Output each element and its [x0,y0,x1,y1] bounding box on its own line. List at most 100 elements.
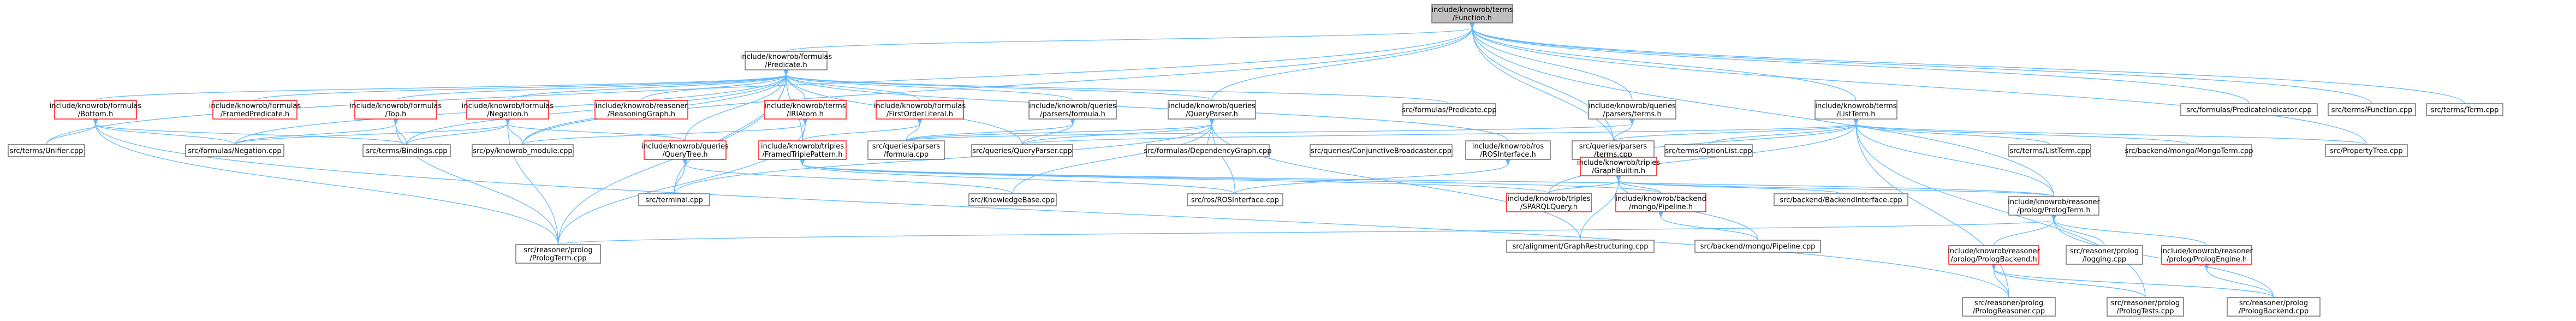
node-box-querytree_h [644,140,727,160]
node-queries_parsers_terms_cpp[interactable]: src/queries/parsers/terms.cpp [1572,140,1655,160]
node-backendinterface_cpp[interactable]: src/backend/BackendInterface.cpp [1774,193,1908,206]
node-box-formulas_predicate_cpp [1402,103,1496,116]
node-label-prologterm_cpp-0: src/reasoner/prolog [523,246,592,254]
node-predicateindicator_cpp[interactable]: src/formulas/PredicateIndicator.cpp [2180,103,2318,116]
edge-graphbuiltin_h-to-sparqlquery_h [1548,181,1619,194]
edge-function_h-to-predicate_h [786,28,1472,52]
node-label-terms_function_cpp-0: src/terms/Function.cpp [2331,106,2412,115]
node-label-querytree_h-0: include/knowrob/queries [641,142,729,151]
node-label-graphbuiltin_h-0: include/knowrob/triples [1577,159,1660,167]
node-label-prologbackend_h-0: include/knowrob/reasoner [1948,247,2040,255]
node-label-top_h-1: /Top.h [385,110,407,118]
edge-function_h-to-predicateindicator_cpp [1472,28,2250,104]
node-prologbackend_cpp[interactable]: src/reasoner/prolog/PrologBackend.cpp [2227,297,2321,317]
node-sparqlquery_h[interactable]: include/knowrob/triples/SPARQLQuery.h [1506,193,1592,212]
node-bottom_h[interactable]: include/knowrob/formulas/Bottom.h [50,100,142,120]
edge-iri_atom_h-to-py_knowrob_module_cpp [522,124,806,145]
node-label-parsers_terms_h-1: /parsers/terms.h [1603,110,1661,118]
node-predicate_h[interactable]: include/knowrob/formulas/Predicate.h [740,51,832,70]
node-negation_h[interactable]: include/knowrob/formulas/Negation.h [462,100,554,120]
node-box-terms_optionlist_cpp [1664,144,1753,157]
node-terms_unifier_cpp[interactable]: src/terms/Unifier.cpp [8,144,85,157]
node-label-parsers_terms_h-0: include/knowrob/queries [1589,102,1676,110]
node-label-mongoterm_cpp-0: src/backend/mongo/MongoTerm.cpp [2125,147,2253,156]
node-framedpredicate_h[interactable]: include/knowrob/formulas/FramedPredicate… [209,100,301,120]
edge-function_h-to-terms_unifier_cpp [46,28,1472,145]
node-propertytree_cpp[interactable]: src/PropertyTree.cpp [2325,144,2408,157]
node-formulas_predicate_cpp[interactable]: src/formulas/Predicate.cpp [1402,103,1497,116]
node-querytree_h[interactable]: include/knowrob/queries/QueryTree.h [641,140,729,160]
node-py_knowrob_module_cpp[interactable]: src/py/knowrob_module.cpp [472,144,574,157]
node-queryparser_h[interactable]: include/knowrob/queries/QueryParser.h [1168,100,1256,120]
node-label-rosinterface_h-0: include/knowrob/ros [1472,142,1544,151]
node-label-firstorderliteral_h-0: include/knowrob/formulas [874,102,966,110]
node-terms_optionlist_cpp[interactable]: src/terms/OptionList.cpp [1664,144,1753,157]
node-prologbackend_h[interactable]: include/knowrob/reasoner/prolog/PrologBa… [1948,245,2040,265]
node-formulas_negation_cpp[interactable]: src/formulas/Negation.cpp [185,144,284,157]
node-rosinterface_h[interactable]: include/knowrob/ros/ROSInterface.h [1465,140,1551,160]
node-parsers_formula_h[interactable]: include/knowrob/queries/parsers/formula.… [1028,100,1117,120]
node-label-iri_atom_h-0: include/knowrob/terms [764,102,846,110]
node-reasoninggraph_h[interactable]: include/knowrob/reasoner/ReasoningGraph.… [594,100,688,120]
edge-predicate_h-to-queryparser_h [786,75,1212,101]
node-conjunctivebroadcaster_cpp[interactable]: src/queries/ConjunctiveBroadcaster.cpp [1310,144,1453,157]
node-function_h[interactable]: include/knowrob/terms/Function.h [1431,4,1513,23]
edge-listterm_h-to-queries_queryparser_cpp [1021,124,1857,145]
node-terms_listterm_cpp[interactable]: src/terms/ListTerm.cpp [2008,144,2091,157]
node-top_h[interactable]: include/knowrob/formulas/Top.h [350,100,442,120]
node-terminal_cpp[interactable]: src/terminal.cpp [638,193,710,206]
node-terms_term_cpp[interactable]: src/terms/Term.cpp [2426,103,2503,116]
node-iri_atom_h[interactable]: include/knowrob/terms/IRIAtom.h [764,100,847,120]
node-label-prologengine_h-0: include/knowrob/reasoner [2161,247,2253,255]
node-prolog_logging_cpp[interactable]: src/reasoner/prolog/logging.cpp [2066,245,2143,265]
node-label-iri_atom_h-1: /IRIAtom.h [787,110,824,118]
node-mongoterm_cpp[interactable]: src/backend/mongo/MongoTerm.cpp [2125,144,2253,157]
node-box-prologbackend_h [1948,245,2039,265]
node-queries_parsers_formula_cpp[interactable]: src/queries/parsers/formula.cpp [867,140,945,160]
node-terms_function_cpp[interactable]: src/terms/Function.cpp [2328,103,2416,116]
node-mongo_pipeline_h[interactable]: include/knowrob/backend/mongo/Pipeline.h [1615,193,1706,212]
node-listterm_h[interactable]: include/knowrob/terms/ListTerm.h [1814,100,1897,120]
node-label-predicate_h-0: include/knowrob/formulas [740,53,832,61]
node-box-framedtriplepattern_h [758,140,847,160]
node-ros_rosinterface_cpp[interactable]: src/ros/ROSInterface.cpp [1187,193,1283,206]
node-box-reasoninggraph_h [594,100,688,120]
node-box-mongoterm_cpp [2126,144,2252,157]
node-label-mongo_pipeline_h-1: /mongo/Pipeline.h [1629,203,1693,211]
node-label-queryparser_h-0: include/knowrob/queries [1168,102,1256,110]
node-framedtriplepattern_h[interactable]: include/knowrob/triples/FramedTriplePatt… [758,140,847,160]
node-label-reasoninggraph_h-1: /ReasoningGraph.h [608,110,675,118]
edge-prologbackend_h-to-prologreasoner_cpp [1994,269,2009,298]
node-label-mongo_pipeline_h-0: include/knowrob/backend [1615,195,1706,203]
node-box-iri_atom_h [764,100,847,120]
node-prologreasoner_cpp[interactable]: src/reasoner/prolog/PrologReasoner.cpp [1962,297,2056,317]
node-prologtests_cpp[interactable]: src/reasoner/prolog/PrologTests.cpp [2107,297,2184,317]
edge-listterm_h-to-propertytree_cpp [1856,124,2367,145]
node-formulas_dependencygraph_cpp[interactable]: src/formulas/DependencyGraph.cpp [1144,144,1272,157]
node-knowledgebase_cpp[interactable]: src/KnowledgeBase.cpp [968,193,1057,206]
node-label-parsers_formula_h-1: /parsers/formula.h [1040,110,1105,118]
node-box-terms_unifier_cpp [8,144,85,157]
node-prologterm_cpp[interactable]: src/reasoner/prolog/PrologTerm.cpp [515,244,601,264]
node-queries_queryparser_cpp[interactable]: src/queries/QueryParser.cpp [971,144,1073,157]
node-box-prologterm_cpp [515,244,601,264]
node-terms_bindings_cpp[interactable]: src/terms/Bindings.cpp [362,144,451,157]
edge-listterm_h-to-prologterm_h [1856,124,2055,197]
node-firstorderliteral_h[interactable]: include/knowrob/formulas/FirstOrderLiter… [874,100,966,120]
node-graphrestructuring_cpp[interactable]: src/alignment/GraphRestructuring.cpp [1506,240,1655,253]
node-graphbuiltin_h[interactable]: include/knowrob/triples/GraphBuiltin.h [1577,157,1660,176]
node-label-terms_optionlist_cpp-0: src/terms/OptionList.cpp [1665,147,1752,156]
node-box-py_knowrob_module_cpp [472,144,574,157]
edge-firstorderliteral_h-to-framedtriplepattern_h [802,124,920,141]
node-parsers_terms_h[interactable]: include/knowrob/queries/parsers/terms.h [1588,100,1676,120]
node-prologterm_h[interactable]: include/knowrob/reasoner/prolog/PrologTe… [2008,196,2101,216]
edge-bottom_h-to-prologterm_cpp [96,124,559,245]
node-mongo_pipeline_cpp[interactable]: src/backend/mongo/Pipeline.cpp [1694,240,1821,253]
edge-querytree_h-to-terminal_cpp [674,164,685,194]
node-prologengine_h[interactable]: include/knowrob/reasoner/prolog/PrologEn… [2161,245,2253,265]
edge-predicate_h-to-rosinterface_h [786,75,1509,141]
node-label-rosinterface_h-1: /ROSInterface.h [1480,151,1536,159]
edge-prologbackend_h-to-prologtests_cpp [1994,269,2146,298]
node-box-mongo_pipeline_h [1615,193,1706,212]
